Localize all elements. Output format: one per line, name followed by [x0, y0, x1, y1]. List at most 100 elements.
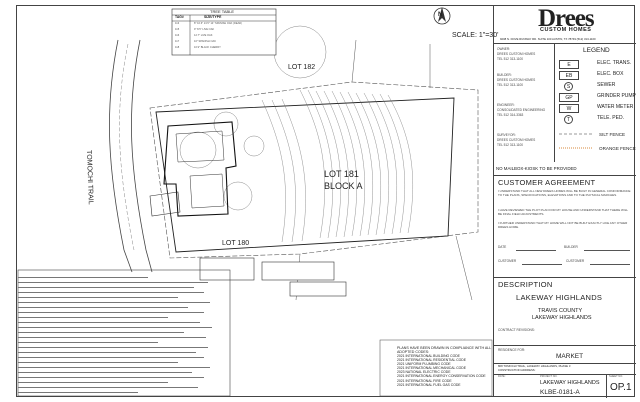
residence-info: RESIDENCE FOR: MARKET 808 TOMOCHI TRAIL,…	[494, 345, 636, 398]
contact-phone: TEL 512 313-1100	[497, 143, 524, 147]
date-label: DATE:	[498, 375, 506, 378]
agreement-field-label: CUSTOMER	[566, 259, 585, 263]
code-line: 2023 NATIONAL ELECTRIC CODE	[397, 370, 451, 375]
project-name: LAKEWAY HIGHLANDS	[540, 380, 600, 386]
brand-subtitle: CUSTOM HOMES	[540, 27, 592, 33]
plan-number: KLBE-0181-A	[540, 389, 580, 396]
legend-item: W WATER METER	[557, 103, 640, 114]
contact-name: DREES CUSTOM HOMES	[497, 52, 536, 56]
north-arrow-icon	[433, 7, 451, 25]
mailbox-note: NO MAILBOX-KIOSK TO BE PROVIDED	[496, 166, 577, 171]
code-line: 2021 INTERNATIONAL ENERGY CONSERVATION C…	[397, 374, 486, 379]
contact-phone: TEL 512 313-1100	[497, 83, 524, 87]
legend-label: ELEC. TRANS.	[597, 60, 632, 66]
legend-item: T TELE. PED.	[557, 114, 640, 125]
county-name: TRAVIS COUNTY	[538, 308, 583, 314]
contacts-and-legend: OWNER: DREES CUSTOM HOMES TEL 512 313-11…	[494, 43, 637, 162]
agreement-field-line[interactable]	[584, 250, 630, 251]
code-line: 2021 UNIFORM PLUMBING CODE	[397, 362, 451, 367]
scale-label: SCALE: 1"=30'	[452, 32, 499, 39]
subdivision-sub: LAKEWAY HIGHLANDS	[532, 315, 592, 321]
customer-agreement: CUSTOMER AGREEMENT I UNDERSTAND THAT ALL…	[494, 175, 636, 275]
tree-row-tag: 115	[175, 28, 180, 31]
code-line: 2021 INTERNATIONAL RESIDENTIAL CODE	[397, 358, 467, 363]
contact-name: DREES CUSTOM HOMES	[497, 78, 536, 82]
legend-label: ELEC. BOX	[597, 71, 624, 77]
agreement-paragraph: I UNDERSTAND THAT ALL NEW DREES HOMES WI…	[498, 189, 631, 197]
residence-name: MARKET	[556, 353, 584, 360]
legend: LEGEND E ELEC. TRANS. EB ELEC. BOX S SEW…	[554, 44, 637, 162]
code-line: 2021 INTERNATIONAL MECHANICAL CODE	[397, 366, 467, 371]
elec-box-icon: EB	[559, 71, 579, 80]
legend-label: GRINDER PUMP	[597, 93, 636, 99]
agreement-field-line[interactable]	[516, 250, 556, 251]
tree-row-size: 8" 16.6" 13.5" 14" SPANISH OAK (DEAD)	[194, 22, 243, 25]
sheet-border	[16, 5, 635, 397]
sewer-icon: S	[564, 82, 573, 91]
tree-row-tag: 116	[175, 34, 180, 37]
agreement-field-line[interactable]	[522, 264, 562, 265]
brand-logo: Drees	[538, 5, 595, 32]
code-compliance: PLANS HAVE BEEN DRAWN IN COMPLIANCE WITH…	[397, 346, 493, 387]
sheet-no-label: SHEET NO.	[609, 375, 623, 378]
agreement-field-label: DATE	[498, 245, 507, 249]
tree-row-tag: 113	[175, 22, 180, 25]
legend-item: EB ELEC. BOX	[557, 70, 640, 81]
tree-row-size: 12.7" LIVE OAK	[194, 34, 213, 37]
block-label: BLOCK A	[324, 181, 363, 191]
project-no-label: PROJECT NO.	[540, 375, 558, 378]
tree-row-tag: 118	[175, 46, 180, 49]
north-label: N	[438, 12, 443, 18]
general-notes	[18, 271, 228, 395]
agreement-paragraph: I HAVE REVIEWED THE PLOT PLAN FOR MY HOU…	[498, 208, 628, 216]
agreement-title: CUSTOMER AGREEMENT	[498, 178, 596, 187]
legend-item: S SEWER	[557, 81, 640, 92]
elec-trans-icon: E	[559, 60, 579, 69]
tree-table-header-tag: TAG#	[175, 15, 184, 19]
lot-180-label: LOT 180	[222, 240, 250, 247]
contract-revisions-label: CONTRACT REVISIONS:	[498, 328, 535, 332]
description-title: DESCRIPTION	[498, 280, 553, 289]
tree-row-size: 10" SPANISH OAK	[194, 40, 216, 43]
legend-label: SEWER	[597, 82, 616, 88]
contact-role: ENGINEER:	[497, 103, 515, 107]
tree-row-tag: 117	[175, 40, 180, 43]
tree-table-title: TREE TABLE	[210, 9, 235, 14]
sheet-number: OP.1	[610, 382, 632, 393]
tree-table-header-size: SIZE/TYPE	[204, 15, 222, 19]
contact-name: DREES CUSTOM HOMES	[497, 138, 536, 142]
code-intro: PLANS HAVE BEEN DRAWN IN COMPLIANCE WITH…	[397, 346, 492, 354]
orange-fence-label: ORANGE FENCE	[599, 146, 636, 151]
water-meter-icon: W	[559, 104, 579, 113]
silt-fence-label: SILT FENCE	[599, 132, 626, 137]
lot-182-label: LOT 182	[288, 64, 316, 71]
title-block: Drees CUSTOM HOMES 9208 N. DOVE RUNWAY R…	[493, 5, 637, 398]
contact-role: BUILDER:	[497, 73, 512, 77]
contact-phone: TEL 512 314-3363	[497, 113, 524, 117]
contact-name: CONSOLIDATED ENGINEERING	[497, 108, 546, 112]
brand-address: 9208 N. DOVE RUNWAY RD. SUITE 100 AUSTIN…	[500, 37, 596, 41]
contact-phone: TEL 512 313-1100	[497, 57, 524, 61]
residence-label: RESIDENCE FOR:	[498, 348, 526, 352]
agreement-paragraph: I FURTHER UNDERSTAND THAT MY HOME WILL N…	[498, 221, 628, 229]
contact-role: SURVEYOR:	[497, 133, 516, 137]
tree-row-size: 10.9" BLACK CHERRY	[194, 46, 221, 49]
tele-ped-icon: T	[564, 115, 573, 124]
legend-label: WATER METER	[597, 104, 634, 110]
legend-label: TELE. PED.	[597, 115, 624, 121]
code-line: 2021 INTERNATIONAL FIRE CODE	[397, 378, 452, 383]
legend-item: E ELEC. TRANS.	[557, 59, 640, 70]
agreement-field-label: BUILDER	[564, 245, 578, 249]
description: DESCRIPTION LAKEWAY HIGHLANDS TRAVIS COU…	[494, 277, 636, 337]
legend-title: LEGEND	[583, 47, 610, 54]
fence-symbols-icon	[559, 133, 593, 149]
construction-address-label: CONSTRUCTION ADDRESS:	[498, 368, 536, 372]
lot-181-label: LOT 181	[324, 169, 359, 179]
tree-row-size: 9" 8.5" LIVE OAK	[194, 28, 215, 31]
contact-role: OWNER:	[497, 47, 511, 51]
agreement-field-line[interactable]	[590, 264, 630, 265]
residence-address: 808 TOMOCHI TRAIL, LAKEWAY HIGHLANDS, PH…	[498, 364, 571, 368]
grinder-pump-icon: GP	[559, 93, 579, 102]
